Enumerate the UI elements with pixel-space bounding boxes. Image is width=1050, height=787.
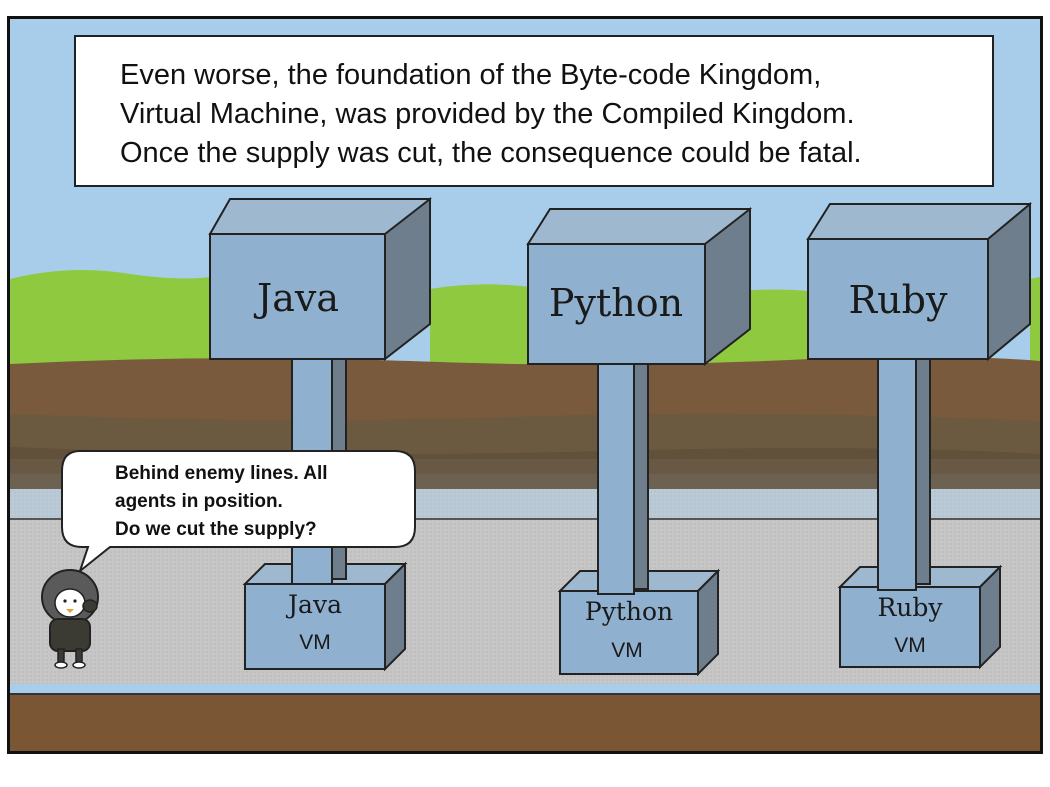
python-pillar-group [526, 206, 752, 677]
speech-line-3: Do we cut the supply? [115, 519, 317, 540]
speech-line-2: agents in position. [115, 491, 283, 512]
ruby-vm-label: Ruby [877, 593, 943, 622]
spy-character [41, 569, 99, 669]
ruby-pillar-group [806, 201, 1032, 670]
speech-bubble [61, 450, 416, 574]
ruby-top-block [807, 238, 989, 360]
java-vm-label: Java [285, 590, 342, 619]
ruby-vm-suffix: VM [894, 634, 926, 657]
narration-line-2: Virtual Machine, was provided by the Com… [120, 98, 855, 130]
python-vm-box [559, 590, 699, 675]
green-hills [10, 270, 1040, 369]
python-vm-suffix: VM [611, 639, 643, 662]
java-top-block [209, 233, 386, 360]
ruby-top-label: Ruby [849, 278, 948, 322]
speech-line-1: Behind enemy lines. All [115, 463, 328, 484]
ruby-vm-box [839, 586, 981, 668]
python-top-label: Python [549, 281, 683, 325]
java-vm-box [244, 583, 386, 670]
narration-line-1: Even worse, the foundation of the Byte-c… [120, 59, 822, 91]
comic-panel: Java Python Ruby Java VM Python VM Ruby … [7, 16, 1043, 754]
narration-box: Even worse, the foundation of the Byte-c… [74, 35, 994, 187]
java-vm-suffix: VM [299, 631, 331, 654]
python-vm-label: Python [585, 597, 673, 626]
java-top-label: Java [253, 276, 339, 320]
python-top-block [527, 243, 706, 365]
bottom-soil [10, 694, 1040, 751]
narration-line-3: Once the supply was cut, the consequence… [120, 137, 862, 169]
